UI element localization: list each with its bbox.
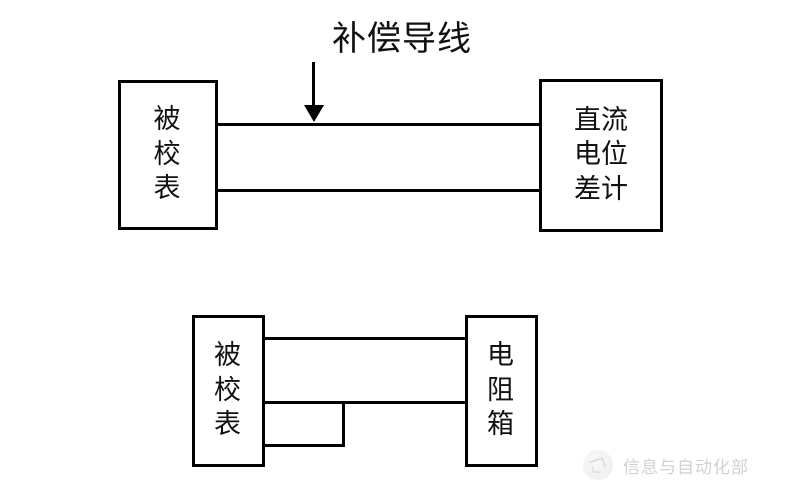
wire-shorting-jumper (342, 401, 345, 447)
box-instrument-under-test-bottom: 被 校 表 (192, 315, 265, 467)
box-text-line: 表 (214, 409, 243, 441)
box-text-line: 表 (153, 173, 183, 205)
box-text-line: 阻 (487, 374, 516, 406)
cloud-logo-icon (583, 450, 613, 480)
annotation-arrow-head (304, 105, 324, 122)
box-instrument-under-test-top: 被 校 表 (118, 80, 218, 230)
box-text-line: 校 (214, 374, 243, 406)
wire-upper-lead (262, 337, 468, 340)
box-text-line: 电位 (574, 139, 628, 171)
box-text-line: 差计 (574, 173, 628, 205)
wire-bottom-connection (215, 189, 542, 192)
wire-top-connection (215, 123, 542, 126)
annotation-arrow-shaft (312, 62, 315, 105)
watermark: 信息与自动化部 (583, 450, 749, 480)
wire-lower-lead (262, 444, 345, 447)
box-dc-potentiometer: 直流 电位 差计 (539, 79, 663, 232)
compensating-wire-label: 补偿导线 (332, 19, 472, 59)
box-text-line: 被 (153, 104, 183, 136)
box-text-line: 直流 (574, 104, 628, 136)
box-resistance-box: 电 阻 箱 (465, 315, 538, 467)
wire-middle-lead (262, 401, 468, 404)
box-text-line: 电 (487, 340, 516, 372)
box-text-line: 校 (153, 138, 183, 170)
box-text-line: 被 (214, 340, 243, 372)
watermark-text: 信息与自动化部 (623, 457, 749, 478)
box-text-line: 箱 (487, 409, 516, 441)
